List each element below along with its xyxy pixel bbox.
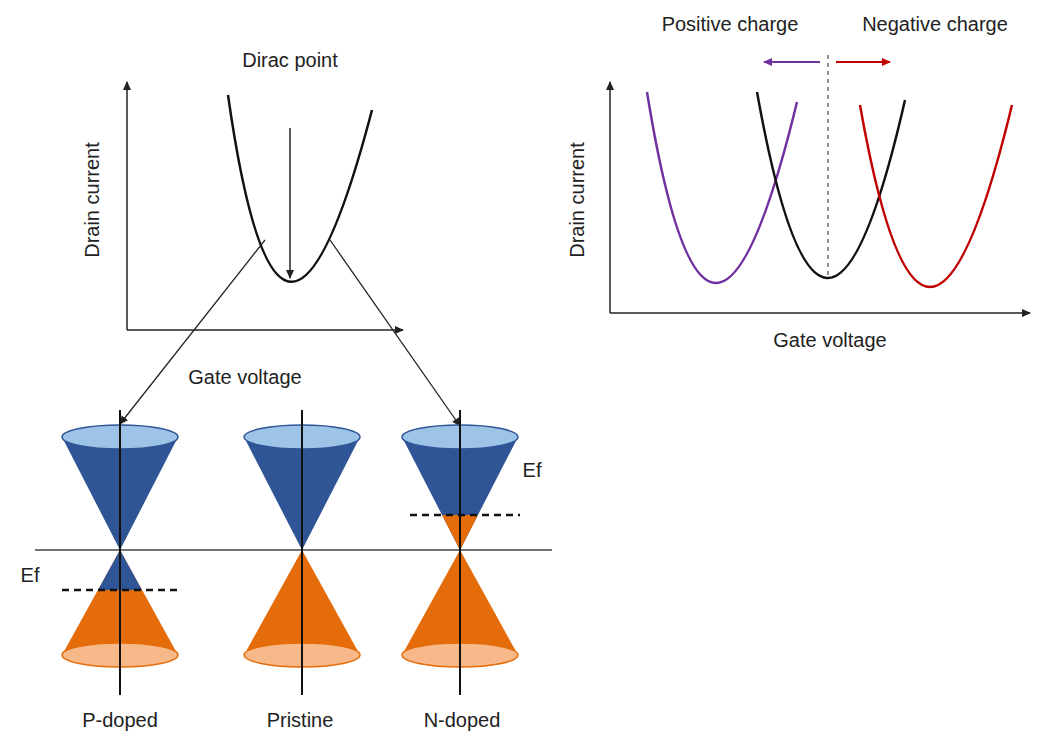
leader-arrow bbox=[330, 240, 460, 426]
right-axes bbox=[610, 82, 1030, 313]
leader-arrow bbox=[120, 240, 265, 424]
fermi-label: Ef bbox=[21, 564, 40, 586]
annotation-text: Positive charge bbox=[662, 13, 799, 35]
pristine-curve bbox=[757, 92, 905, 278]
shifted-curve bbox=[860, 105, 1012, 287]
cone-caption: N-doped bbox=[424, 709, 501, 731]
fermi-label: Ef bbox=[523, 459, 542, 481]
axis-label: Gate voltage bbox=[188, 366, 301, 388]
axis-label: Drain current bbox=[81, 142, 103, 258]
cone-caption: Pristine bbox=[267, 709, 334, 731]
shift-arrow bbox=[764, 61, 820, 63]
dirac-arrow bbox=[289, 128, 291, 278]
axis-label: Drain current bbox=[566, 142, 588, 258]
axis-label: Gate voltage bbox=[773, 329, 886, 351]
shifted-curve bbox=[647, 92, 797, 283]
transfer-curve bbox=[228, 95, 372, 282]
cone-caption: P-doped bbox=[82, 709, 158, 731]
reference-line bbox=[827, 55, 828, 275]
callout-text: Dirac point bbox=[242, 49, 338, 71]
shift-arrow bbox=[836, 61, 890, 63]
dirac-level bbox=[35, 549, 552, 550]
dirac-cone bbox=[402, 410, 520, 695]
dirac-cone bbox=[244, 410, 360, 695]
annotation-text: Negative charge bbox=[862, 13, 1008, 35]
left-axes bbox=[127, 82, 403, 330]
dirac-cone bbox=[62, 410, 178, 695]
